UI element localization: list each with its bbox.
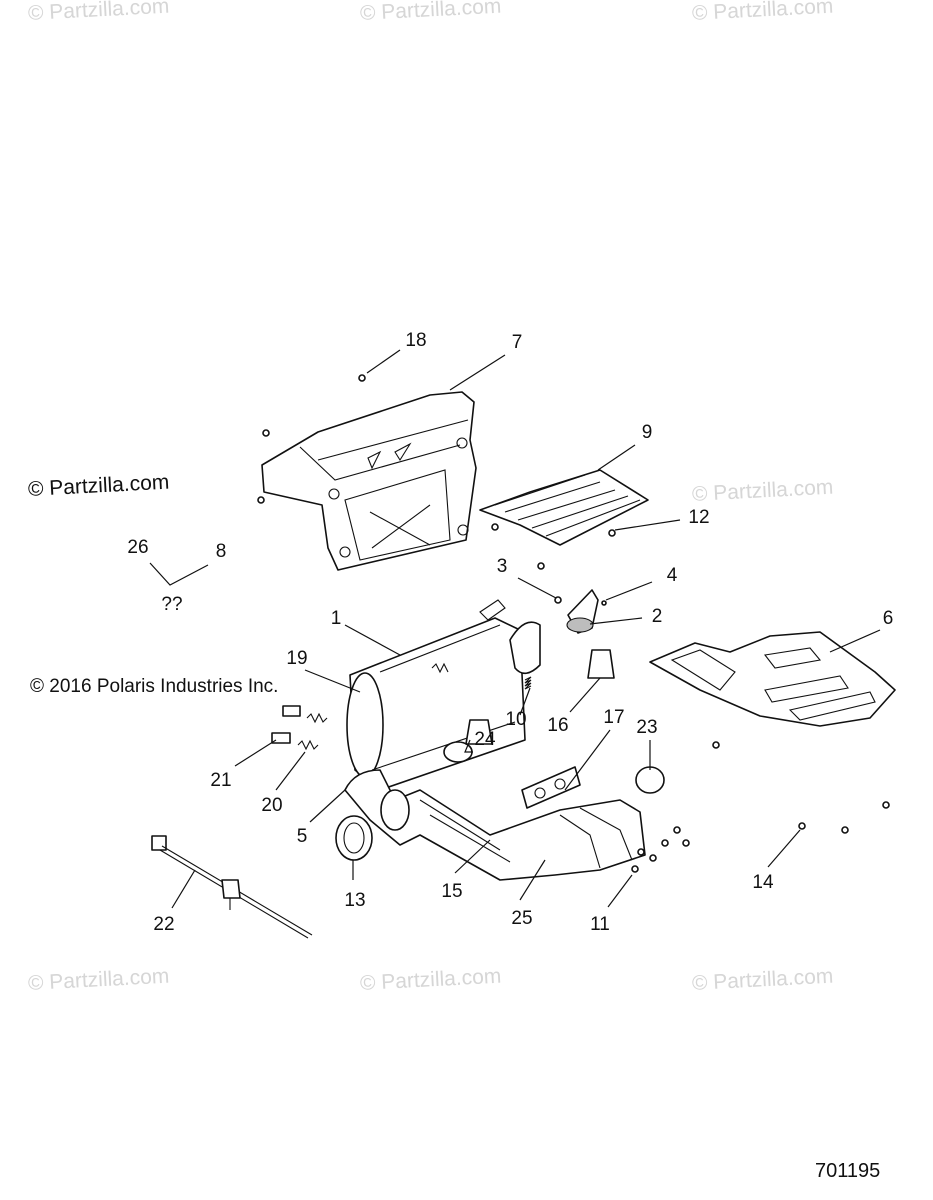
heat-shield-right: [649, 631, 896, 727]
screw: [631, 865, 639, 873]
callout-26: 26: [127, 537, 149, 558]
head-pipe: [344, 769, 646, 881]
callout-13: 13: [344, 890, 366, 911]
screw: [673, 826, 681, 834]
isolator: [587, 649, 615, 679]
spring: [431, 662, 449, 674]
spring: [297, 739, 319, 751]
screw: [601, 600, 607, 606]
screw: [661, 839, 669, 847]
callout-5: 5: [296, 826, 308, 847]
leader-lines: [149, 349, 881, 909]
screw: [491, 523, 499, 531]
screw: [649, 854, 657, 862]
callout-3: 3: [496, 556, 508, 577]
callout-24: 24: [474, 729, 496, 750]
screw: [637, 848, 645, 856]
screw: [682, 839, 690, 847]
screw: [257, 496, 265, 504]
seal-ring: [635, 766, 665, 794]
callout-4: 4: [666, 565, 678, 586]
muffler: [346, 599, 541, 791]
callout-14: 14: [752, 872, 774, 893]
screw: [537, 562, 545, 570]
screw: [798, 822, 806, 830]
callout-21: 21: [210, 770, 232, 791]
callout-18: 18: [405, 330, 427, 351]
callout-17: 17: [603, 707, 625, 728]
callout-10: 10: [505, 709, 527, 730]
isolator: [465, 719, 493, 745]
spring: [306, 712, 328, 724]
grommet: [335, 815, 373, 861]
screw: [882, 801, 890, 809]
callout-6: 6: [882, 608, 894, 629]
callout-12: 12: [688, 507, 710, 528]
callout-23: 23: [636, 717, 658, 738]
screw: [358, 374, 366, 382]
callout-11: 11: [590, 914, 610, 935]
diagram-number: 701195: [815, 1160, 881, 1182]
screw: [841, 826, 849, 834]
screw: [554, 596, 562, 604]
callout-8: 8: [215, 541, 227, 562]
outlet-tip: [566, 589, 599, 634]
screw: [608, 529, 616, 537]
screw: [262, 429, 270, 437]
callout-15: 15: [441, 881, 463, 902]
callout-9: 9: [641, 422, 653, 443]
bolt: [271, 732, 291, 744]
heat-shield-corrugated: [479, 469, 649, 546]
callout-22: 22: [153, 914, 175, 935]
cable-tie: [151, 835, 313, 939]
callout-2: 2: [651, 606, 663, 627]
callout-unknown: ??: [161, 594, 183, 615]
callout-20: 20: [261, 795, 283, 816]
callout-25: 25: [511, 908, 533, 929]
screw: [712, 741, 720, 749]
callout-16: 16: [547, 715, 569, 736]
callout-1: 1: [330, 608, 342, 629]
gasket: [521, 766, 581, 809]
callout-19: 19: [286, 648, 308, 669]
spring: [524, 676, 532, 690]
polaris-copyright: © 2016 Polaris Industries Inc.: [30, 676, 279, 697]
heat-shield-upper: [261, 391, 477, 571]
bolt: [282, 705, 301, 717]
callout-7: 7: [511, 332, 523, 353]
